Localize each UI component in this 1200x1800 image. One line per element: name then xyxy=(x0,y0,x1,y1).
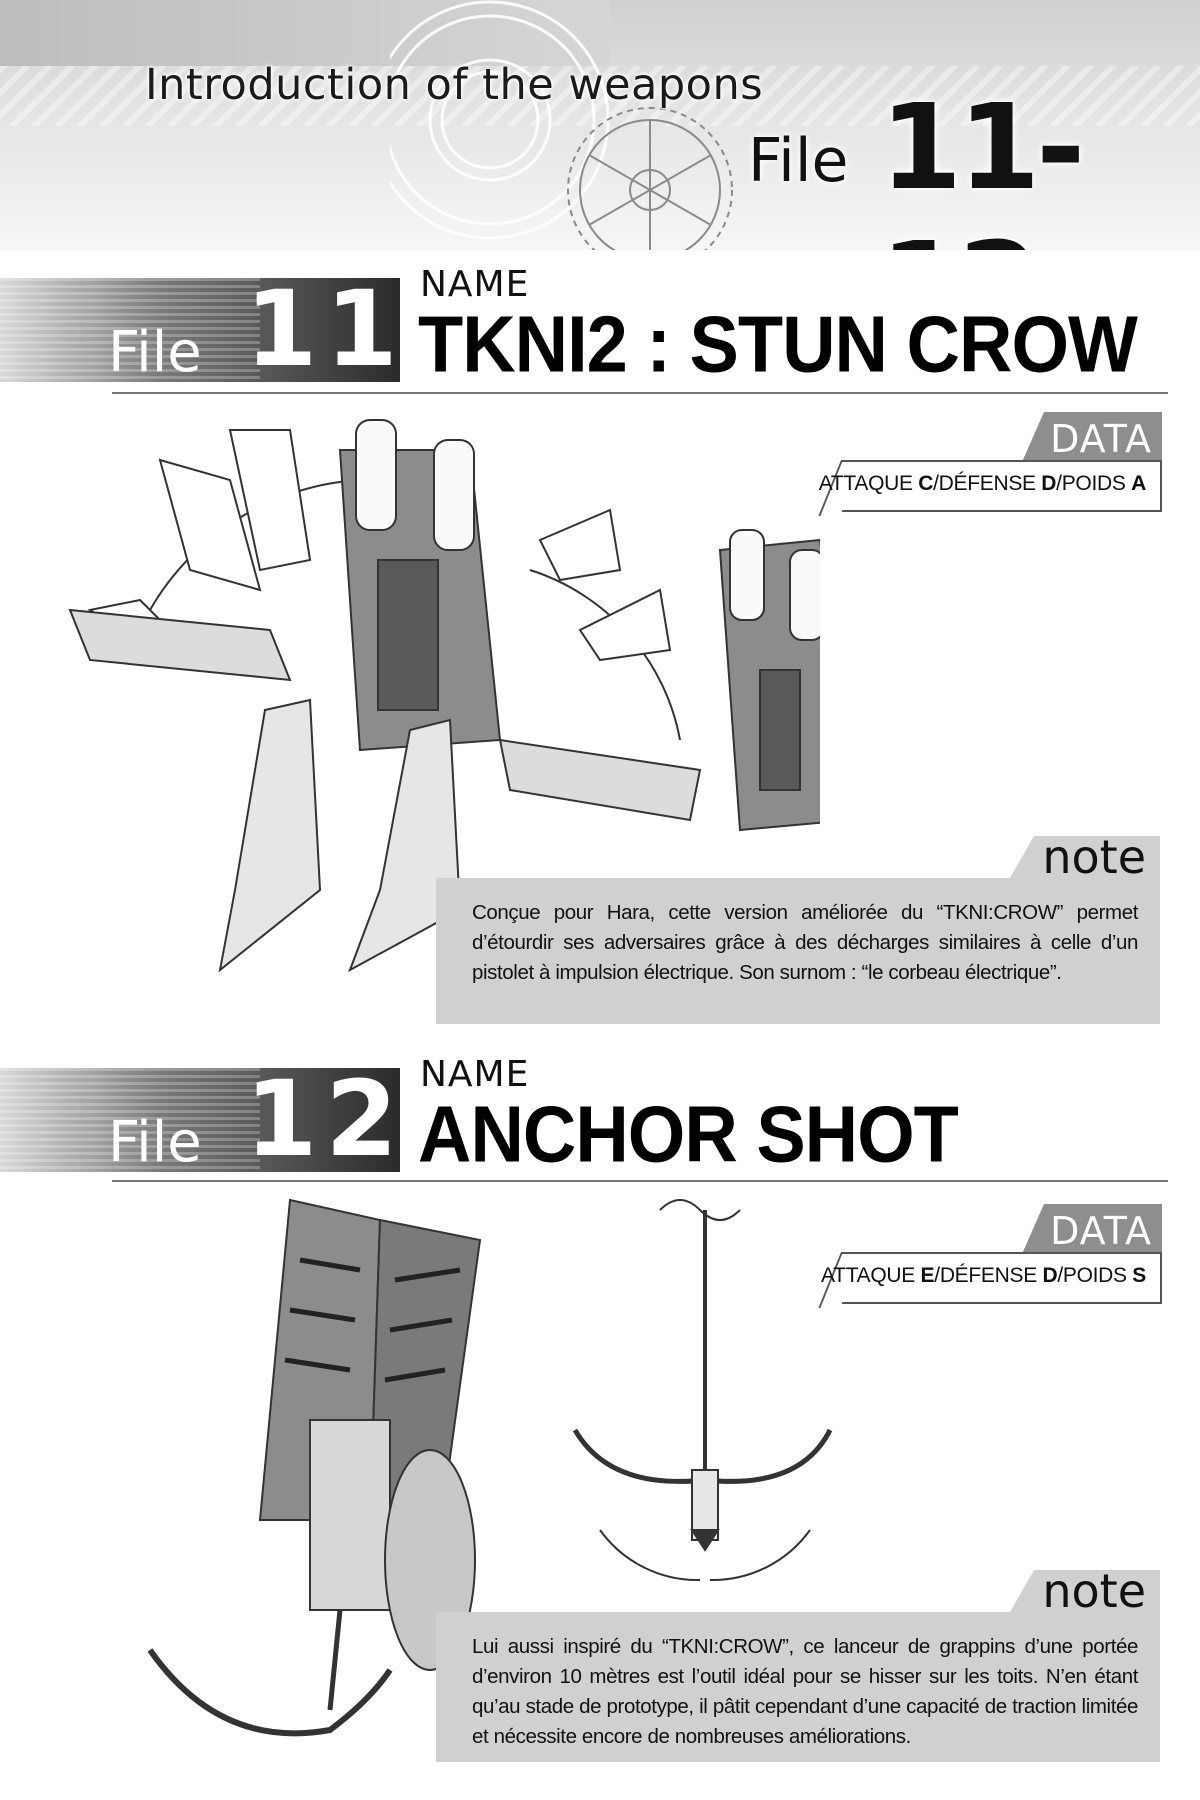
note-text: Conçue pour Hara, cette version amélioré… xyxy=(472,901,1138,984)
section-rule xyxy=(112,1180,1168,1182)
note-box-11: note Conçue pour Hara, cette version amé… xyxy=(436,830,1160,1024)
file-label: File xyxy=(108,320,202,385)
file-bar xyxy=(0,278,400,382)
file-label: File xyxy=(108,1110,202,1175)
data-stats: ATTAQUE C/DÉFENSE D/POIDS A xyxy=(819,460,1162,512)
stat-label: DÉFENSE xyxy=(939,1264,1037,1287)
stun-crow-illustration xyxy=(68,419,820,973)
file-bar xyxy=(0,1068,400,1172)
data-tag xyxy=(1022,1204,1162,1254)
page-header: Introduction of the weapons File 11-12 xyxy=(0,0,1200,250)
header-file-label: File xyxy=(748,126,849,196)
data-label: DATA xyxy=(1050,1209,1152,1253)
stat-grade: A xyxy=(1131,472,1146,495)
note-label: note xyxy=(1042,830,1146,884)
name-label: NAME xyxy=(420,1054,530,1095)
weapon-name: TKNI2 : STUN CROW xyxy=(418,299,1138,389)
section-rule xyxy=(112,392,1168,394)
stat-label: DÉFENSE xyxy=(938,472,1036,495)
stats-line: ATTAQUE C/DÉFENSE D/POIDS A xyxy=(818,472,1147,495)
file-bar-stripes xyxy=(0,1068,260,1172)
stat-label: POIDS xyxy=(1061,472,1126,495)
file-bar-stripes xyxy=(0,278,260,382)
note-box-12: note Lui aussi inspiré du “TKNI:CROW”, c… xyxy=(436,1564,1160,1762)
stat-grade: D xyxy=(1042,1264,1058,1287)
data-tag xyxy=(1022,412,1162,462)
stat-grade: E xyxy=(920,1264,935,1287)
note-tab xyxy=(1010,1570,1160,1612)
data-label: DATA xyxy=(1050,417,1152,461)
name-label: NAME xyxy=(420,264,530,305)
stat-grade: C xyxy=(918,472,934,495)
header-title: Introduction of the weapons xyxy=(144,60,764,111)
stat-grade: D xyxy=(1041,472,1057,495)
weapon-name: ANCHOR SHOT xyxy=(418,1089,959,1179)
note-tab xyxy=(1010,836,1160,878)
stats-line: ATTAQUE E/DÉFENSE D/POIDS S xyxy=(821,1264,1146,1287)
data-stats: ATTAQUE E/DÉFENSE D/POIDS S xyxy=(821,1252,1162,1304)
stat-label: ATTAQUE xyxy=(821,1264,915,1287)
stat-label: POIDS xyxy=(1062,1264,1127,1287)
file-number: 11 xyxy=(245,268,406,390)
stat-grade: S xyxy=(1132,1264,1146,1287)
gear-icon xyxy=(390,0,733,250)
data-box-11: DATA ATTAQUE C/DÉFENSE D/POIDS A xyxy=(819,412,1162,524)
note-text: Lui aussi inspiré du “TKNI:CROW”, ce lan… xyxy=(472,1635,1138,1748)
header-file-range: 11-12 xyxy=(880,78,1085,250)
stat-label: ATTAQUE xyxy=(818,472,913,495)
header-dark-band xyxy=(0,0,610,66)
file-number: 12 xyxy=(245,1058,406,1180)
note-label: note xyxy=(1042,1564,1146,1618)
data-box-12: DATA ATTAQUE E/DÉFENSE D/POIDS S xyxy=(821,1204,1162,1316)
